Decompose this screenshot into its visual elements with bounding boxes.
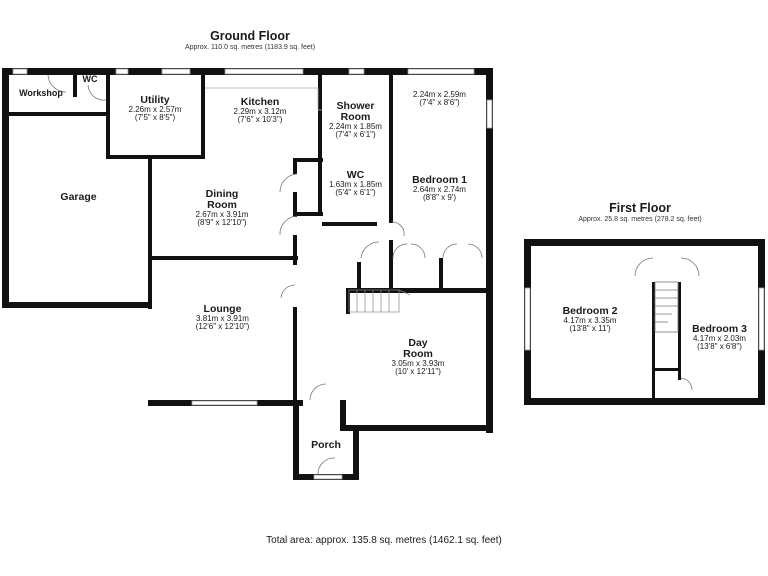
- room-wc-small: WC: [82, 74, 98, 84]
- room-kitchen: Kitchen 2.29m x 3.12m (7'6" x 10'3"): [233, 96, 287, 125]
- room-dining: Dining Room 2.67m x 3.91m (8'9" x 12'10"…: [195, 188, 249, 228]
- door-swings: [47, 74, 483, 475]
- room-wc: WC 1.63m x 1.85m (5'4" x 6'1"): [329, 169, 382, 198]
- room-porch: Porch: [311, 439, 341, 451]
- ground-floor-area: Approx. 110.0 sq. metres (1183.9 sq. fee…: [184, 44, 316, 51]
- ground-floor-walls: [2, 68, 493, 480]
- first-floor-area: Approx. 25.8 sq. metres (278.2 sq. feet): [578, 216, 702, 223]
- room-utility: Utility 2.26m x 2.57m (7'5" x 8'5"): [128, 94, 182, 123]
- first-floor-title: First Floor: [609, 201, 671, 215]
- first-floor-doors-stairs: [634, 257, 700, 391]
- stairs-ground: [348, 289, 411, 313]
- first-floor-windows: [524, 287, 765, 351]
- room-workshop: Workshop: [19, 88, 63, 98]
- room-garage: Garage: [60, 191, 97, 203]
- room-shower: Shower Room 2.24m x 1.85m (7'4" x 6'1"): [329, 100, 382, 140]
- room-bedroom2: Bedroom 2 4.17m x 3.35m (13'8" x 11'): [562, 305, 618, 334]
- room-bedroom1: Bedroom 1 2.64m x 2.74m (8'8" x 9'): [412, 174, 467, 203]
- room-lounge: Lounge 3.81m x 3.91m (12'6" x 12'10"): [195, 303, 250, 332]
- ground-floor-title: Ground Floor: [210, 29, 290, 43]
- ground-floor-windows: [12, 68, 493, 480]
- room-bedroom3: Bedroom 3 4.17m x 2.03m (13'8" x 6'8"): [692, 323, 747, 352]
- room-bedroom1-upper: 2.24m x 2.59m (7'4" x 8'6"): [413, 90, 466, 108]
- total-area: Total area: approx. 135.8 sq. metres (14…: [266, 535, 502, 546]
- room-day-room: Day Room 3.05m x 3.93m (10' x 12'11"): [391, 337, 445, 377]
